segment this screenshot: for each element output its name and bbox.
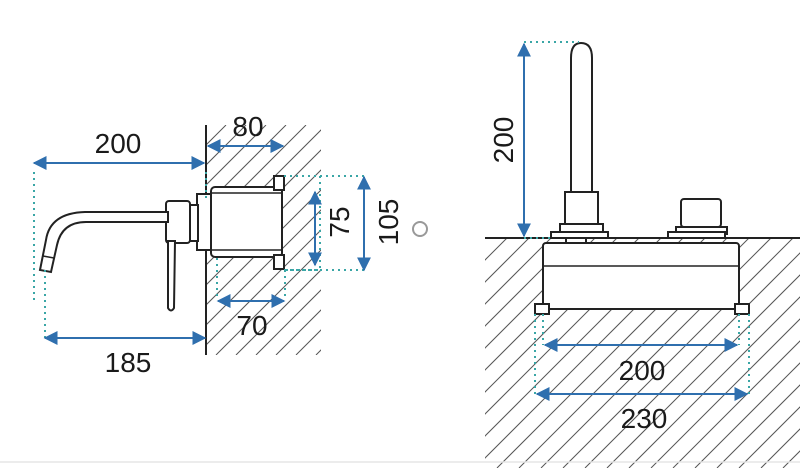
hatch-line [485,238,530,283]
hatch-line [206,125,307,226]
circle-glyph-icon [412,221,428,237]
dim-label-200-height: 200 [488,117,519,164]
hatch-line [628,296,800,468]
dim-label-70: 70 [236,310,267,341]
dim-label-75: 75 [324,206,355,237]
dim-label-105: 105 [373,199,404,246]
side-view: 200 80 185 70 75 105 [32,111,746,378]
wall-flange [189,193,212,251]
hatch-line [275,309,321,355]
hatch-line [485,238,486,239]
dim-label-80: 80 [232,111,263,142]
hatch-line [782,450,800,468]
front-view: 200 200 230 [485,41,800,468]
dim-label-185: 185 [105,347,152,378]
hatch-line [738,406,800,468]
concealed-box [210,175,285,270]
hatch-line [694,362,800,468]
hatch-line [206,209,321,326]
hatch-line [206,125,267,186]
mixer-body [165,200,191,312]
hatch-line [206,125,287,206]
handle-front [667,198,728,239]
hatch-line [716,384,800,468]
hatch-line [485,238,574,327]
hatch-line [672,340,800,468]
hatch-line [760,428,800,468]
hatch-line [436,125,666,355]
spout [38,211,169,274]
hatch-line [485,238,552,305]
hatch-line [485,238,508,261]
hatch-line [235,269,321,355]
hatch-line [416,125,646,355]
hatch-line [606,274,800,468]
hatch-line [650,318,800,468]
spout-front [550,41,609,244]
dim-label-200-reach: 200 [95,128,142,159]
hatch-line [562,238,794,468]
hatch-line [496,125,726,355]
hatch-line [206,125,247,166]
hatch-line [336,125,566,355]
dim-label-200-width: 200 [619,355,666,386]
concealed-box-front [534,242,750,315]
hatch-line [584,252,800,468]
hatch-line [516,125,746,355]
hatch-line [255,289,321,355]
dim-label-230: 230 [621,403,668,434]
hatch-line [215,249,321,355]
